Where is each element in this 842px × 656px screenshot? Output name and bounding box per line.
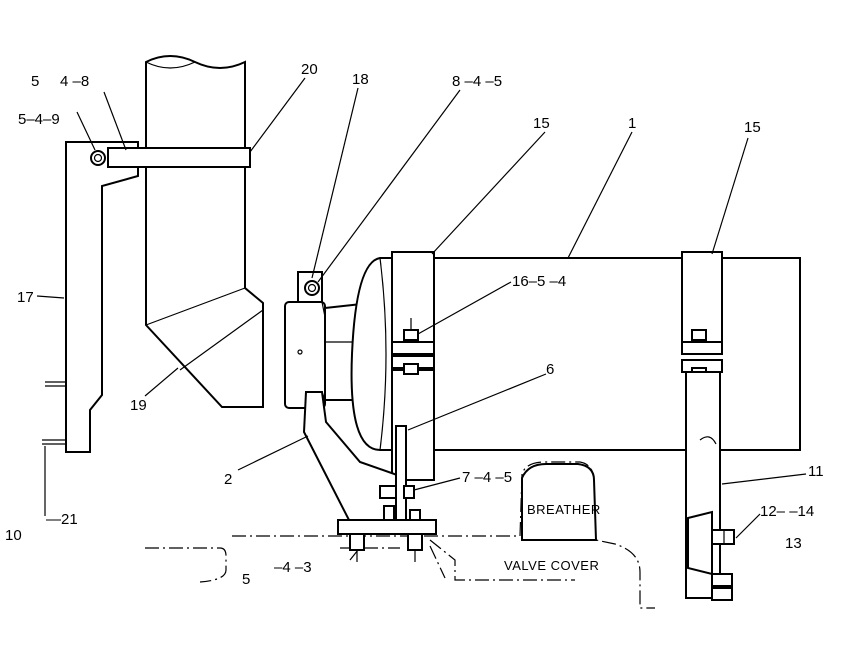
callout-8-4-5: 8 –4 –5: [452, 73, 502, 90]
mount-bracket-2: [302, 391, 437, 562]
callout-7-4-5: 7 –4 –5: [462, 469, 512, 486]
callout-18: 18: [352, 71, 369, 88]
callout-11: 11: [808, 463, 824, 480]
callout-19: 19: [130, 397, 147, 414]
callout-1: 1: [628, 115, 636, 132]
callout-5-bottom: 5: [242, 571, 250, 588]
breather: BREATHER: [521, 463, 601, 541]
callout-12-14: 12– –14: [760, 503, 814, 520]
callout-4-8: 4 –8: [60, 73, 89, 90]
callout-21: —21: [46, 511, 78, 528]
band-clamp-15-right: [681, 251, 723, 379]
callout-5-top: 5: [31, 73, 39, 90]
callout-6: 6: [546, 361, 554, 378]
callout-2: 2: [224, 471, 232, 488]
callout-labels: 5 4 –8 5–4–9 20 18 8 –4 –5 15 1 15 17 16…: [5, 61, 824, 588]
callout-20: 20: [301, 61, 318, 78]
callout-4-3: –4 –3: [274, 559, 312, 576]
callout-10: 10: [5, 527, 22, 544]
callout-16-5-4: 16–5 –4: [512, 273, 566, 290]
bolt-icon: [90, 150, 106, 166]
leader-lines: [36, 77, 807, 561]
valve-cover-label: VALVE COVER: [504, 558, 599, 573]
exhaust-stack-pipe: [107, 55, 264, 408]
callout-15-left: 15: [533, 115, 550, 132]
bracket-11: [685, 371, 735, 601]
breather-label: BREATHER: [527, 502, 601, 517]
callout-5-4-9: 5–4–9: [18, 111, 60, 128]
callout-15-right: 15: [744, 119, 761, 136]
callout-13: 13: [785, 535, 802, 552]
callout-17: 17: [17, 289, 34, 306]
